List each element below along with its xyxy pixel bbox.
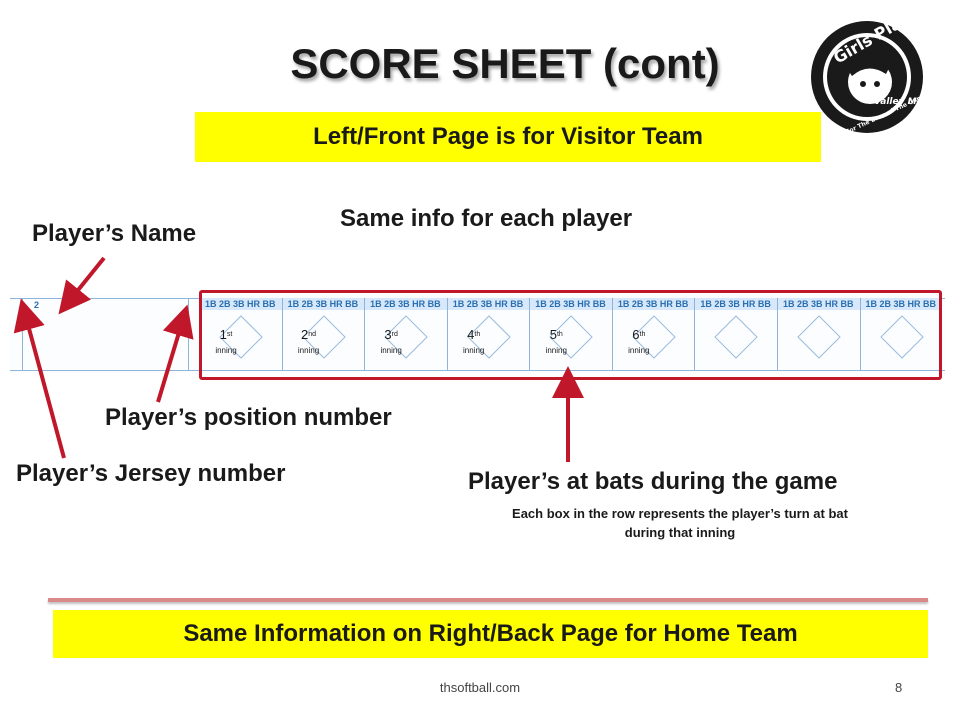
visitor-team-banner: Left/Front Page is for Visitor Team (195, 112, 821, 162)
diamond-icon (384, 315, 428, 359)
home-team-banner: Same Information on Right/Back Page for … (53, 610, 928, 658)
box-header: 1B 2B 3B HR BB (860, 298, 943, 310)
girls-play-logo-icon: Girls Play Valley Mesa For The Love of T… (808, 8, 934, 136)
diamond-icon (466, 315, 511, 359)
diamond-icon (632, 315, 676, 359)
position-number-label: Player’s position number (105, 404, 392, 431)
box-header: 1B 2B 3B HR BB (612, 298, 695, 310)
same-info-label: Same info for each player (340, 205, 633, 232)
at-bats-desc-line: Each box in the row represents the playe… (512, 506, 848, 521)
at-bats-description: Each box in the row represents the playe… (440, 504, 920, 542)
diamond-icon (549, 315, 593, 359)
box-header: 1B 2B 3B HR BB (777, 298, 860, 310)
jersey-column (22, 298, 23, 370)
inning-box: 1B 2B 3B HR BB (860, 298, 943, 370)
page-title: SCORE SHEET (cont) (290, 40, 720, 87)
scoresheet-rule (10, 370, 945, 371)
player-cell: 2 (10, 298, 200, 370)
box-header: 1B 2B 3B HR BB (365, 298, 447, 310)
box-header: 1B 2B 3B HR BB (530, 298, 612, 310)
jersey-number-label: Player’s Jersey number (16, 460, 286, 487)
box-header: 1B 2B 3B HR BB (282, 298, 365, 310)
box-header: 1B 2B 3B HR BB (695, 298, 777, 310)
row-number: 2 (34, 300, 40, 310)
footer-site: thsoftball.com (439, 680, 521, 695)
diamond-icon (301, 315, 346, 359)
divider (48, 598, 928, 602)
page-number: 8 (895, 680, 903, 695)
at-bats-label: Player’s at bats during the game (468, 468, 838, 495)
diamond-icon (219, 315, 263, 359)
at-bats-desc-line: during that inning (624, 525, 736, 540)
diamond-icon (879, 315, 924, 359)
diamond-icon (797, 315, 841, 359)
player-name-label: Player’s Name (32, 220, 197, 247)
at-bats-highlight-box (199, 290, 942, 380)
box-header: 1B 2B 3B HR BB (200, 298, 282, 310)
position-column (188, 298, 189, 370)
inning-box: 1B 2B 3B HR BB (777, 298, 861, 370)
inning-box: 1B 2B 3B HR BB (695, 298, 778, 370)
box-header: 1B 2B 3B HR BB (447, 298, 530, 310)
diamond-icon (714, 315, 759, 359)
logo-text-sub: Valley Mesa (874, 97, 926, 107)
